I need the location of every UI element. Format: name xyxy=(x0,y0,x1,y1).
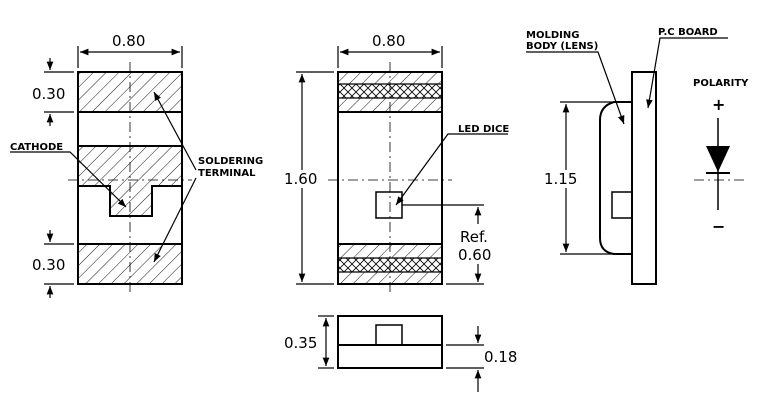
front-view-outline xyxy=(337,315,443,369)
left-top-pad-dim: 0.30 xyxy=(32,85,65,103)
pad-view xyxy=(10,46,197,298)
left-bottom-pad-dim: 0.30 xyxy=(32,256,65,274)
molding-label-2: BODY (LENS) xyxy=(526,41,598,52)
molding-label-1: MOLDING xyxy=(526,30,579,41)
front-view xyxy=(318,315,484,392)
middle-height-dim: 1.60 xyxy=(284,170,317,188)
front-sub-dim: 0.18 xyxy=(484,348,517,366)
molding-body xyxy=(599,101,632,255)
pc-board xyxy=(631,71,657,285)
front-height-dim: 0.35 xyxy=(284,334,317,352)
ref-label: Ref. xyxy=(460,228,488,246)
side-view xyxy=(526,37,728,285)
cathode-label: CATHODE xyxy=(10,142,63,153)
cathode-pad xyxy=(78,146,182,216)
polarity-label: POLARITY xyxy=(693,78,749,89)
led-dice xyxy=(375,191,403,219)
top-view xyxy=(296,46,508,292)
diode-triangle xyxy=(706,146,730,172)
soldering-label-1: SOLDERING xyxy=(198,156,263,167)
minus-sign: − xyxy=(712,217,725,236)
plus-sign: + xyxy=(712,95,725,114)
ref-value: 0.60 xyxy=(458,246,491,264)
left-width-dim: 0.80 xyxy=(112,32,145,50)
pc-board-label: P.C BOARD xyxy=(658,27,718,38)
middle-width-dim: 0.80 xyxy=(372,32,405,50)
soldering-label-2: TERMINAL xyxy=(198,168,256,179)
polarity-symbol xyxy=(694,118,746,210)
led-dice-label: LED DICE xyxy=(458,124,509,135)
side-height-dim: 1.15 xyxy=(544,170,577,188)
